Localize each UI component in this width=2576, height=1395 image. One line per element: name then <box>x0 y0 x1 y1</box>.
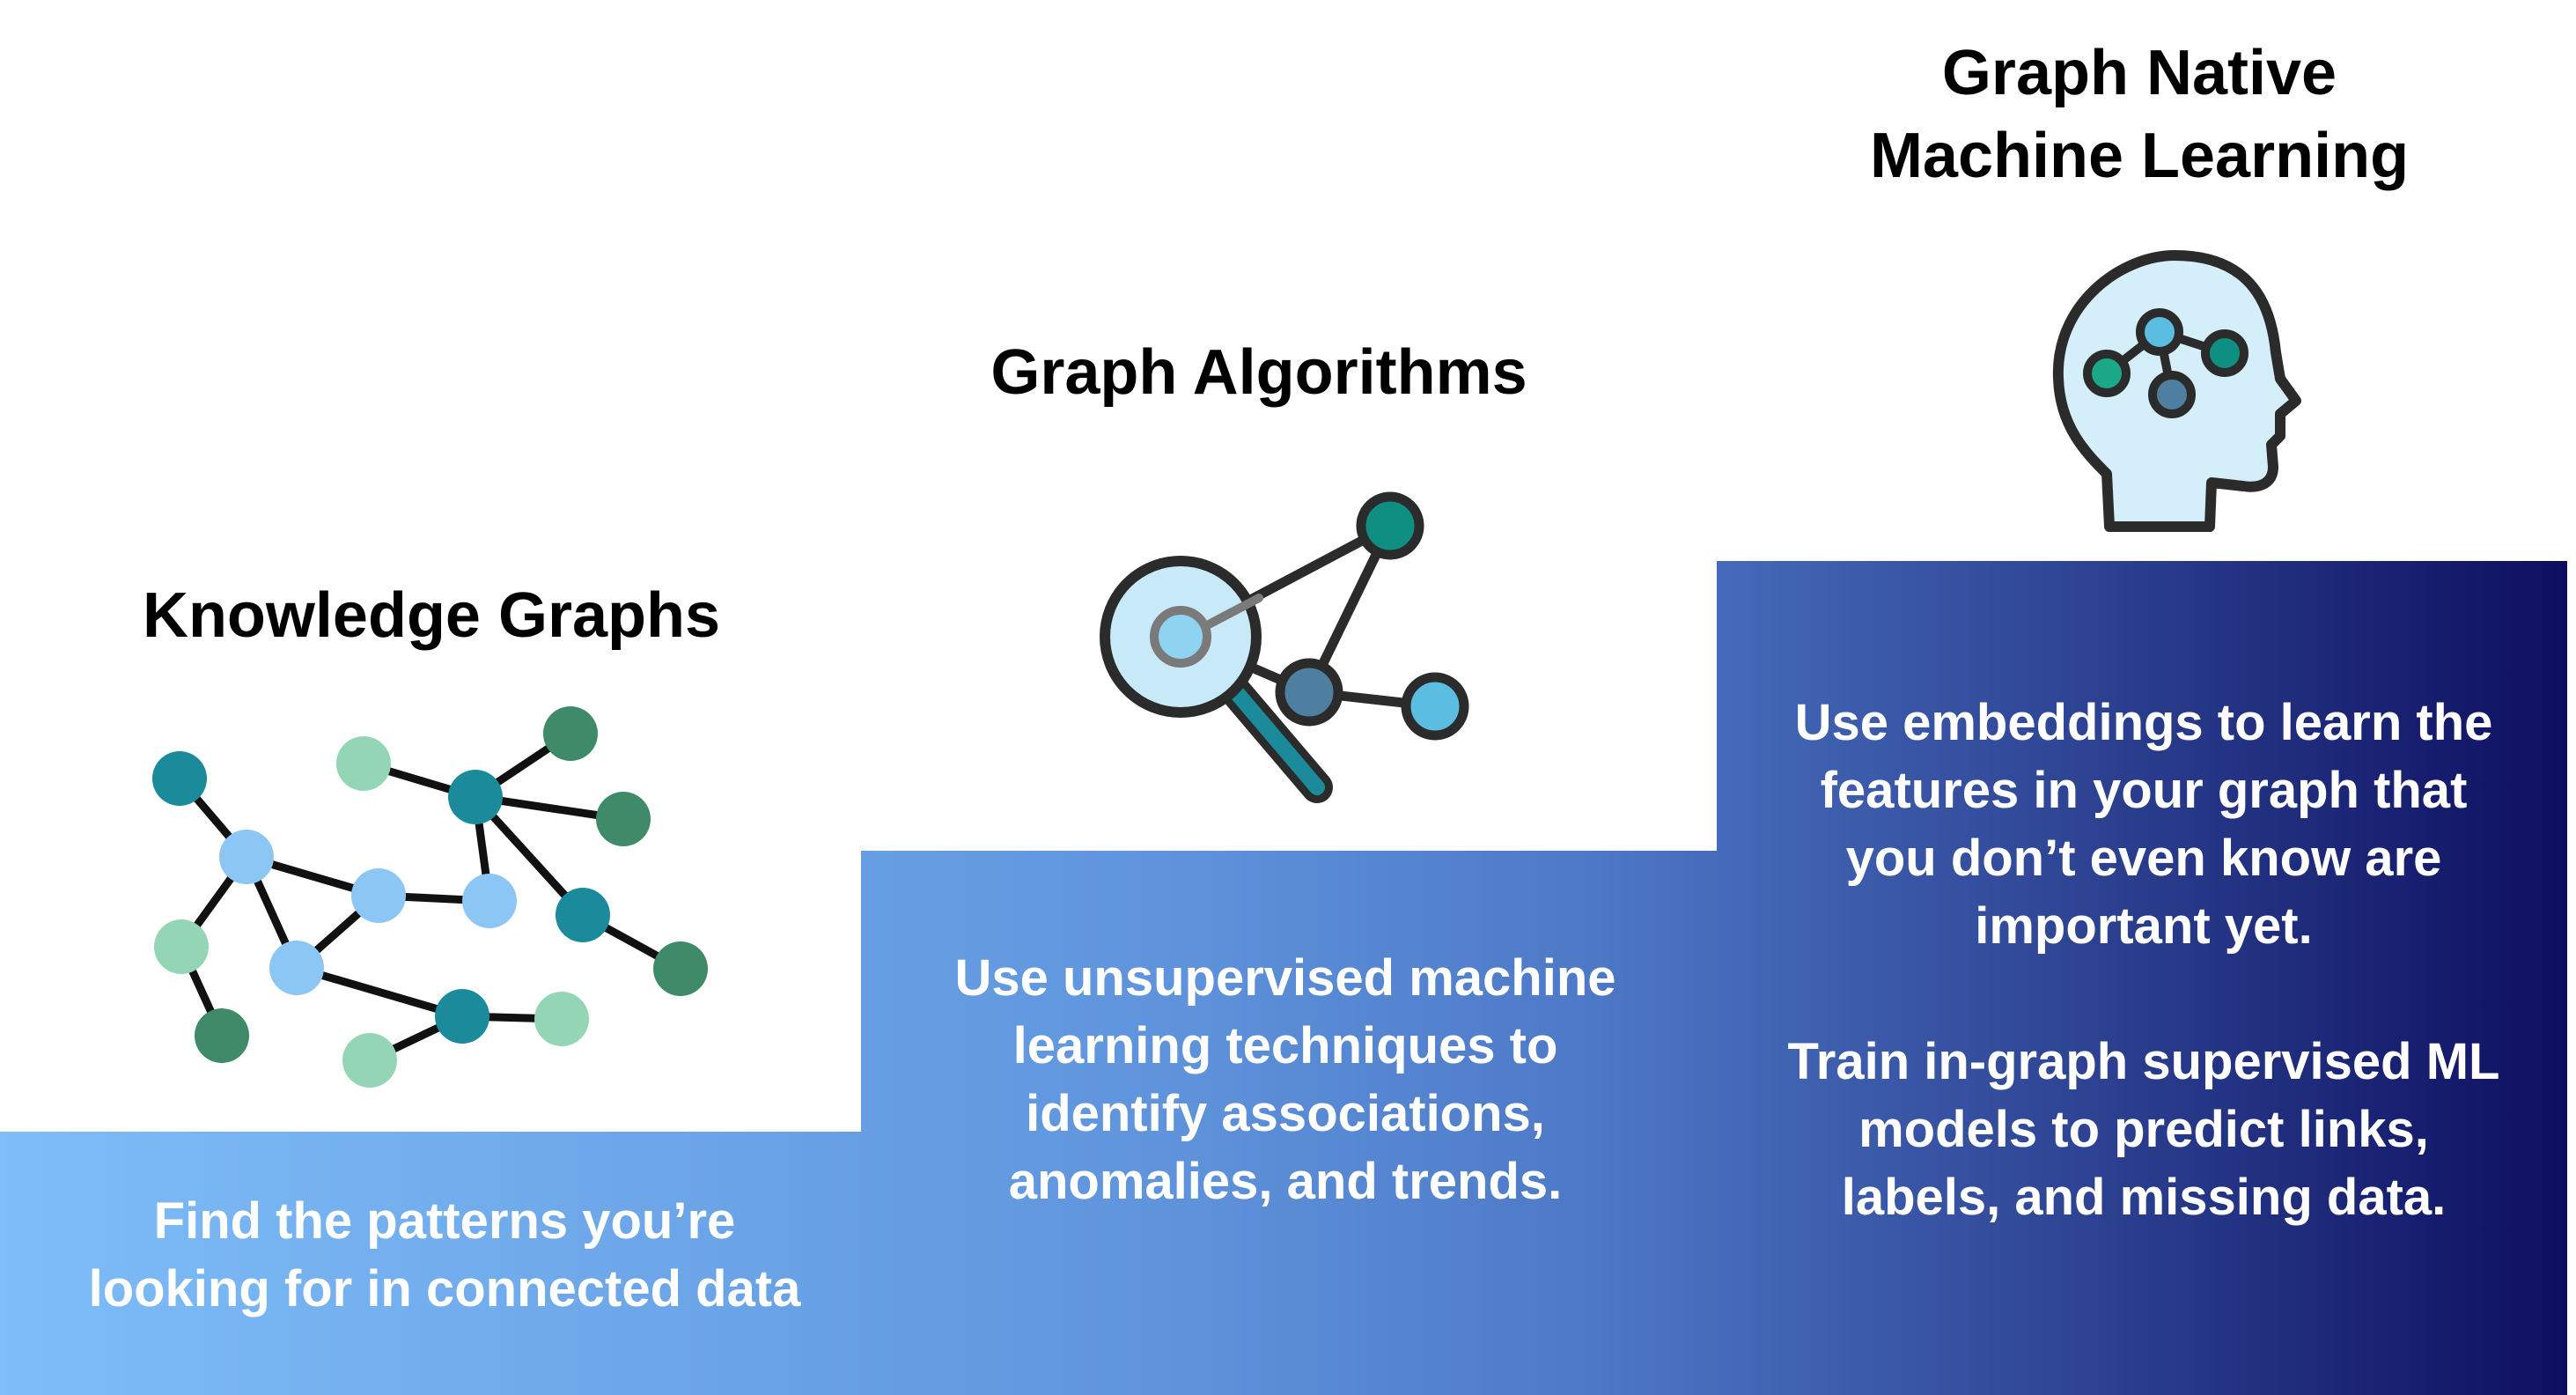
knowledge-graphs-description: Find the patterns you’re looking for in … <box>88 1192 801 1318</box>
graph-algorithms-description: Use unsupervised machine learning techni… <box>954 949 1616 1210</box>
staircase-steps <box>0 561 2567 1395</box>
knowledge-graphs-title: Knowledge Graphs <box>142 580 721 651</box>
graph-native-ml-title: Graph Native Machine Learning <box>1869 38 2410 191</box>
graph-native-ml-description: Use embeddings to learn the features in … <box>1787 694 2500 1226</box>
head-graph-icon <box>2052 250 2301 532</box>
knowledge-graph-network-icon <box>152 706 708 1088</box>
magnifier-graph-icon <box>1100 491 1469 803</box>
graph-algorithms-title: Graph Algorithms <box>990 337 1527 408</box>
